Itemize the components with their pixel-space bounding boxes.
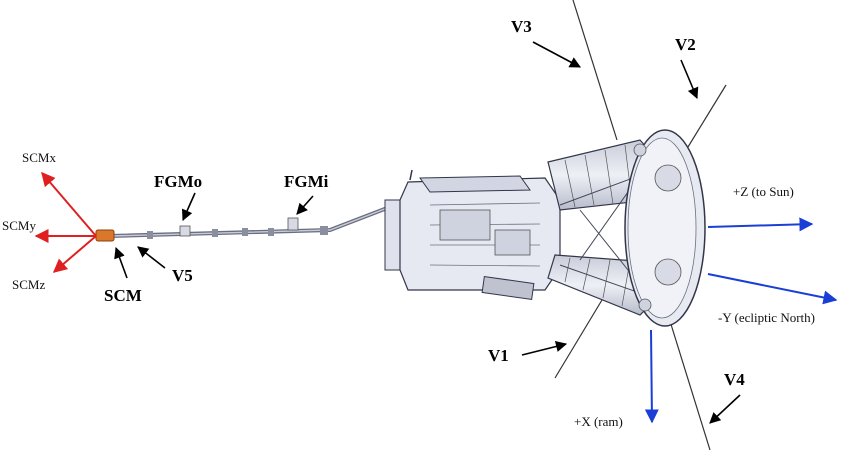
- scm-x-axis-arrow: [41, 171, 97, 237]
- scm-x-label: SCMx: [22, 150, 56, 165]
- scm-label: SCM: [104, 286, 142, 305]
- minus-y-axis-arrow: [707, 273, 838, 305]
- pointer-v2: [680, 59, 699, 100]
- v4-label: V4: [724, 370, 745, 389]
- pointer-v4: [709, 394, 741, 424]
- scm-z-label: SCMz: [12, 277, 46, 292]
- plus-x-label: +X (ram): [574, 414, 623, 429]
- heat-shield: [624, 129, 706, 327]
- spacecraft-bus: [384, 169, 561, 300]
- fgmo-label: FGMo: [154, 172, 203, 191]
- minus-y-label: -Y (ecliptic North): [718, 310, 815, 325]
- plus-z-label: +Z (to Sun): [733, 184, 794, 199]
- scm-sensor: [95, 229, 115, 242]
- v2-label: V2: [675, 35, 696, 54]
- scm-y-label: SCMy: [2, 218, 36, 233]
- v3-label: V3: [511, 17, 532, 36]
- magnetometer-boom: [109, 203, 396, 239]
- pointer-fgmo: [181, 192, 196, 222]
- pointer-fgmi: [296, 195, 314, 215]
- antenna-v3: [572, 0, 618, 141]
- pointer-v5: [137, 246, 166, 269]
- pointer-scm: [114, 246, 128, 279]
- pointer-v1: [521, 341, 568, 356]
- antenna-v4: [664, 304, 711, 450]
- antenna-v1: [554, 294, 606, 379]
- scm-z-axis-arrow: [52, 235, 97, 273]
- pointer-v3: [532, 41, 581, 68]
- plus-x-axis-arrow: [644, 329, 659, 424]
- v5-label: V5: [172, 266, 193, 285]
- v1-label: V1: [488, 346, 509, 365]
- fgmi-label: FGMi: [284, 172, 329, 191]
- plus-z-axis-arrow: [707, 217, 814, 232]
